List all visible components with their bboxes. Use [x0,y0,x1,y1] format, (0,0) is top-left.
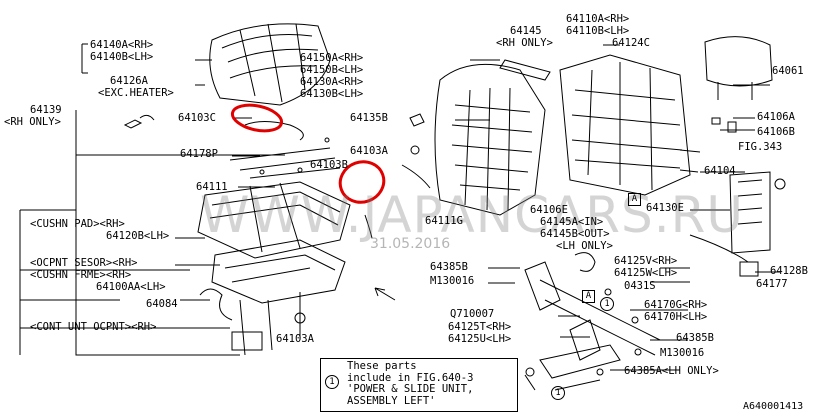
label-64177: 64177 [756,278,788,290]
label-64128b: 64128B [770,265,808,277]
label-64130e: 64130E [646,202,684,214]
label-64130b: 64130B<LH> [300,88,364,100]
label-64103b: 64103B [310,159,348,171]
ref-box-a-2: A [582,290,595,303]
label-64106a: 64106A [757,111,795,123]
bracket-64140 [81,43,88,74]
label-64110a: 64110A<RH> [566,13,630,25]
label-64150a: 64150A<RH> [300,52,364,64]
label-cont-unt: <CONT UNT OCPNT><RH> [30,321,157,333]
label-64145: 64145 [510,25,542,37]
label-64125t: 64125T<RH> [448,321,512,333]
highlight-circle-64103b [338,160,386,204]
headrest [704,36,773,87]
label-lh-only-1: <LH ONLY> [556,240,613,252]
label-exc-heater: <EXC.HEATER> [98,87,174,99]
label-64385a: 64385A<LH ONLY> [624,365,719,377]
label-0431s: 0431S [624,280,656,292]
label-64125w: 64125W<LH> [614,267,678,279]
label-64110b: 64110B<LH> [566,25,630,37]
label-64385b-1: 64385B [430,261,468,273]
ref-box-a-1: A [628,193,641,206]
label-64103a-bottom: 64103A [276,333,314,345]
label-64124c: 64124C [612,37,650,49]
ref-circle-1-b: 1 [551,386,565,400]
label-64103c: 64103C [178,112,216,124]
label-64103a: 64103A [350,145,388,157]
label-64150b: 64150B<LH> [300,64,364,76]
label-64140a: 64140A<RH> [90,39,154,51]
note-box: 1 These parts include in FIG.640-3 'POWE… [320,358,518,412]
label-64061: 64061 [772,65,804,77]
diagram-code: A640001413 [743,401,804,412]
note-text: These parts include in FIG.640-3 'POWER … [347,360,474,407]
label-64139: 64139 [30,104,62,116]
label-64084: 64084 [146,298,178,310]
label-64125v: 64125V<RH> [614,255,678,267]
ref-circle-1-a: 1 [600,297,614,311]
label-q710007: Q710007 [450,308,495,320]
note-circle-1: 1 [325,375,339,389]
label-64106b: 64106B [757,126,795,138]
label-64145b: 64145B<OUT> [540,228,610,240]
watermark: WWW.JAPANCARS.RU [200,186,744,244]
label-rh-only-2: <RH ONLY> [496,37,553,49]
label-m130016-2: M130016 [660,347,705,359]
slide-rail [539,279,661,356]
label-64135b: 64135B [350,112,388,124]
bracket-main [75,110,240,356]
label-64140b: 64140B<LH> [90,51,154,63]
seat-back-cover [434,63,546,216]
seat-cushion-pad [197,181,351,259]
seat-cushion-frame [211,239,346,304]
label-64106e: 64106E [530,204,568,216]
label-ocpnt-sesor: <OCPNT SESOR><RH> [30,257,138,269]
label-rh-only-1: <RH ONLY> [4,116,61,128]
label-64178p: 64178P [180,148,218,160]
label-64126a: 64126A [110,75,148,87]
label-64385b-2: 64385B [676,332,714,344]
label-cushn-frme: <CUSHN FRME><RH> [30,269,132,281]
label-64120b: 64120B<LH> [106,230,170,242]
seat-back-cushion [209,23,331,106]
label-64170g: 64170G<RH> [644,299,708,311]
watermark-date: 31.05.2016 [370,236,451,252]
label-m130016-1: M130016 [430,275,475,287]
label-64111: 64111 [196,181,228,193]
seat-back-frame [559,54,691,196]
label-64100aa: 64100AA<LH> [96,281,166,293]
label-64170h: 64170H<LH> [644,311,708,323]
highlight-circle-64103c [230,103,284,133]
label-64145a: 64145A<IN> [540,216,604,228]
label-64111g: 64111G [425,215,463,227]
label-cushn-pad: <CUSHN PAD><RH> [30,218,125,230]
label-64104: 64104 [704,165,736,177]
label-fig343: FIG.343 [738,141,783,153]
side-panel [729,171,771,254]
label-64130a: 64130A<RH> [300,76,364,88]
label-64125u: 64125U<LH> [448,333,512,345]
